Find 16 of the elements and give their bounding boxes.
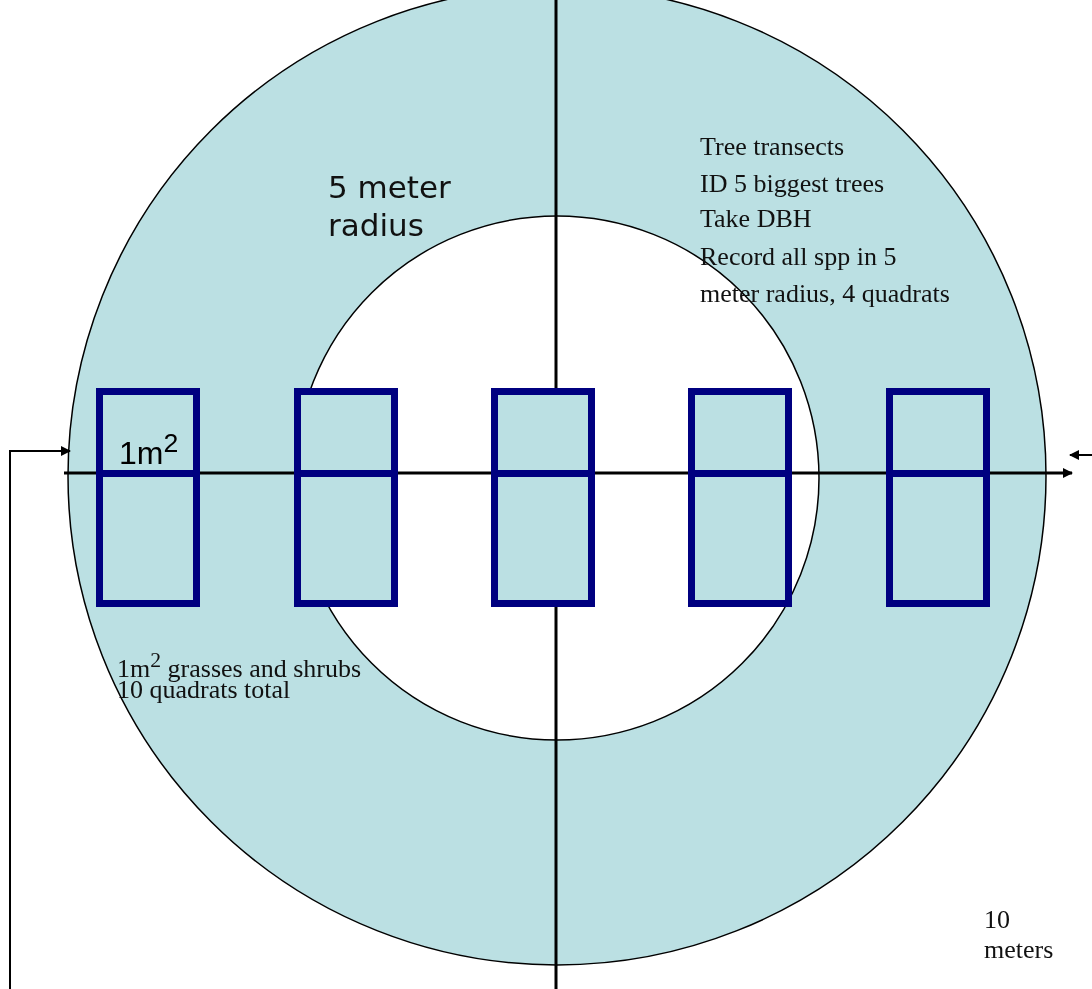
method-note: ID 5 biggest trees [700, 168, 886, 200]
method-note: Tree transects [700, 131, 846, 163]
quadrat-frame [688, 477, 792, 607]
quadrat-frame [294, 388, 398, 477]
radius-label: 5 meter radius [328, 168, 452, 244]
quadrat-frame [491, 477, 595, 607]
quadrat-frame [886, 388, 990, 477]
quadrat-frame [886, 477, 990, 607]
quadrat-frame [96, 477, 200, 607]
method-note: Take DBH [700, 203, 813, 235]
quadrat-frame [491, 388, 595, 477]
quadrat-frame [96, 388, 200, 477]
dimension-label: 10 meters [984, 905, 1055, 965]
area-label: 1m$^{2}$ [119, 427, 179, 471]
quadrat-frame [294, 477, 398, 607]
quadrat-frame [688, 388, 792, 477]
